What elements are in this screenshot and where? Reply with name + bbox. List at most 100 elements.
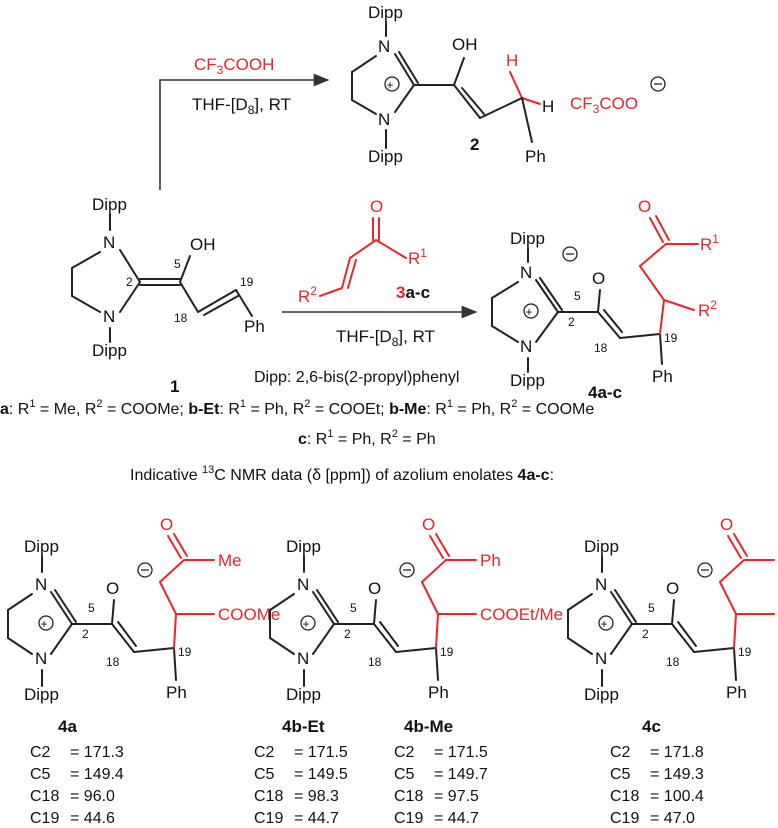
svg-text:+: + xyxy=(303,617,310,631)
r2-label: R2 xyxy=(698,298,717,320)
n-label: N xyxy=(297,649,309,668)
ph-label: Ph xyxy=(652,367,673,386)
nmr-value: = 149.5 xyxy=(294,766,348,783)
nmr-value: = 149.3 xyxy=(650,766,704,783)
nmr-atom: C2 xyxy=(254,744,275,761)
atom-number-18: 18 xyxy=(666,655,680,669)
dipp-label: Dipp xyxy=(368,3,403,22)
dipp-label: Dipp xyxy=(510,371,545,390)
nmr-value: = 47.0 xyxy=(650,810,695,827)
counterion-cf3coo: CF3COO xyxy=(570,94,638,116)
atom-number-2: 2 xyxy=(82,627,89,641)
o-label-red: O xyxy=(422,515,435,534)
dipp-label: Dipp xyxy=(286,685,321,704)
r1-label: R1 xyxy=(408,246,427,268)
compound-label-1: 1 xyxy=(170,377,179,396)
oh-label: OH xyxy=(190,235,216,254)
nmr-value: = 100.4 xyxy=(650,788,704,805)
ph-label: Ph xyxy=(726,683,747,702)
conditions-main: THF-[D8], RT xyxy=(336,327,435,349)
nmr-value: = 98.3 xyxy=(294,788,339,805)
substituent-legend-line-2: c: R1 = Ph, R2 = Ph xyxy=(298,428,436,448)
dipp-definition: Dipp: 2,6-bis(2-propyl)phenyl xyxy=(254,369,459,386)
atom-number-19: 19 xyxy=(440,645,454,659)
atom-number-2: 2 xyxy=(568,315,575,329)
nmr-atom: C18 xyxy=(254,788,283,805)
nmr-value: = 171.3 xyxy=(70,744,124,761)
o-label-red: O xyxy=(720,515,733,534)
atom-number-18: 18 xyxy=(174,311,188,325)
nmr-atom: C2 xyxy=(394,744,415,761)
nmr-value: = 97.5 xyxy=(434,788,479,805)
atom-number-5: 5 xyxy=(350,601,357,615)
ph-label: Ph xyxy=(244,317,265,336)
nmr-atom: C5 xyxy=(254,766,275,783)
conditions-top: THF-[D8], RT xyxy=(192,95,291,117)
h-label-red: H xyxy=(506,51,518,70)
nmr-atom: C2 xyxy=(30,744,51,761)
atom-number-19: 19 xyxy=(240,275,254,289)
nmr-value: = 96.0 xyxy=(70,788,115,805)
substituent-legend-line-1: a: R1 = Me, R2 = COOMe; b-Et: R1 = Ph, R… xyxy=(0,398,594,418)
n-label: N xyxy=(378,37,390,56)
n-label: N xyxy=(595,575,607,594)
ph-label: Ph xyxy=(525,147,546,166)
n-label: N xyxy=(378,110,390,129)
atom-number-19: 19 xyxy=(664,331,678,345)
svg-text:+: + xyxy=(387,78,394,92)
nmr-atom: C5 xyxy=(394,766,415,783)
nmr-atom: C19 xyxy=(254,810,283,827)
atom-number-18: 18 xyxy=(594,341,608,355)
atom-number-5: 5 xyxy=(648,601,655,615)
atom-number-5: 5 xyxy=(88,601,95,615)
nmr-value: = 171.8 xyxy=(650,744,704,761)
compound-2: Dipp N N + Dipp OH H H Ph 2 CF3COO xyxy=(351,3,666,166)
o-label: O xyxy=(666,579,679,598)
n-label: N xyxy=(35,649,47,668)
nmr-atom: C5 xyxy=(30,766,51,783)
oh-label: OH xyxy=(452,35,478,54)
nmr-value: = 171.5 xyxy=(434,744,488,761)
h-label: H xyxy=(542,97,554,116)
compound-4-main: Dipp N N + 2 5 O 18 19 Ph R2 R1 O xyxy=(491,197,719,402)
n-label: N xyxy=(520,337,532,356)
ph-label: Ph xyxy=(428,683,449,702)
reaction-arrow-top xyxy=(159,73,330,190)
compound-label-4: 4a-c xyxy=(588,383,622,402)
top-substituent-label: Me xyxy=(218,551,242,570)
n-label: N xyxy=(297,575,309,594)
side-chain-label: COOEt/Me xyxy=(480,605,563,624)
dipp-label: Dipp xyxy=(584,685,619,704)
dipp-label: Dipp xyxy=(368,147,403,166)
nmr-atom: C5 xyxy=(610,766,631,783)
nmr-atom: C18 xyxy=(30,788,59,805)
nmr-value: = 149.7 xyxy=(434,766,488,783)
top-substituent-label: Ph xyxy=(480,551,501,570)
dipp-label: Dipp xyxy=(24,685,59,704)
nmr-atom: C19 xyxy=(30,810,59,827)
nmr-atom: C19 xyxy=(610,810,639,827)
o-label: O xyxy=(368,579,381,598)
o-label: O xyxy=(106,579,119,598)
dipp-label: Dipp xyxy=(92,341,127,360)
dipp-label: Dipp xyxy=(24,537,59,556)
svg-text:+: + xyxy=(601,617,608,631)
atom-number-19: 19 xyxy=(738,645,752,659)
atom-number-18: 18 xyxy=(106,655,120,669)
nmr-value: = 44.6 xyxy=(70,810,115,827)
atom-number-18: 18 xyxy=(368,655,382,669)
nmr-atom: C19 xyxy=(394,810,423,827)
n-label: N xyxy=(595,649,607,668)
compound-label: 4b-Et xyxy=(282,717,325,736)
atom-number-5: 5 xyxy=(174,257,181,271)
n-label: N xyxy=(103,233,115,252)
reagent-cf3cooh: CF3COOH xyxy=(194,55,274,77)
dipp-label: Dipp xyxy=(286,537,321,556)
nmr-title: Indicative 13C NMR data (δ [ppm]) of azo… xyxy=(130,464,554,484)
atom-number-19: 19 xyxy=(178,645,192,659)
enolate-structures: DippNN+25O1819PhCOOMeMeODippDippNN+25O18… xyxy=(7,515,775,704)
